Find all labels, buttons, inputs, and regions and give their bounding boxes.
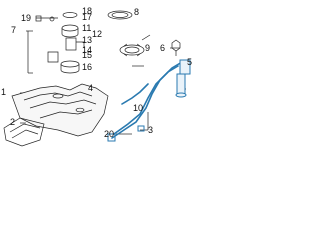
diagram-artwork — [3, 10, 191, 147]
callout-15: 15 — [82, 50, 93, 60]
callout-5: 5 — [187, 57, 193, 67]
callout-14: 14 — [82, 45, 93, 55]
heat-shield-drawing — [3, 117, 45, 147]
pump-module-drawing — [35, 12, 85, 74]
callout-16: 16 — [82, 62, 93, 72]
callout-9: 9 — [145, 43, 151, 53]
bolt-drawing — [171, 39, 181, 56]
callout-13: 13 — [82, 35, 93, 45]
parts-diagram: 19 7 1 4 2 18 17 11 12 13 14 15 16 8 9 6… — [0, 0, 200, 147]
callout-19: 19 — [21, 13, 32, 23]
callout-8: 8 — [134, 7, 140, 17]
callout-2: 2 — [10, 117, 16, 127]
callout-12: 12 — [92, 29, 103, 39]
pipe-clamps — [107, 125, 145, 142]
callout-11: 11 — [82, 23, 92, 33]
callout-18: 18 — [82, 6, 93, 16]
callout-1: 1 — [1, 87, 7, 97]
callout-7: 7 — [11, 25, 17, 35]
callout-3: 3 — [148, 125, 154, 135]
callout-4: 4 — [88, 83, 94, 93]
callout-6: 6 — [160, 43, 166, 53]
filler-bracket — [175, 59, 191, 98]
callout-20: 20 — [104, 129, 115, 139]
seal-and-ring — [107, 10, 145, 57]
filler-neck-pipes — [111, 61, 183, 139]
callout-10: 10 — [133, 103, 144, 113]
fuel-tank-drawing — [11, 83, 109, 137]
callout-17: 17 — [82, 12, 93, 22]
